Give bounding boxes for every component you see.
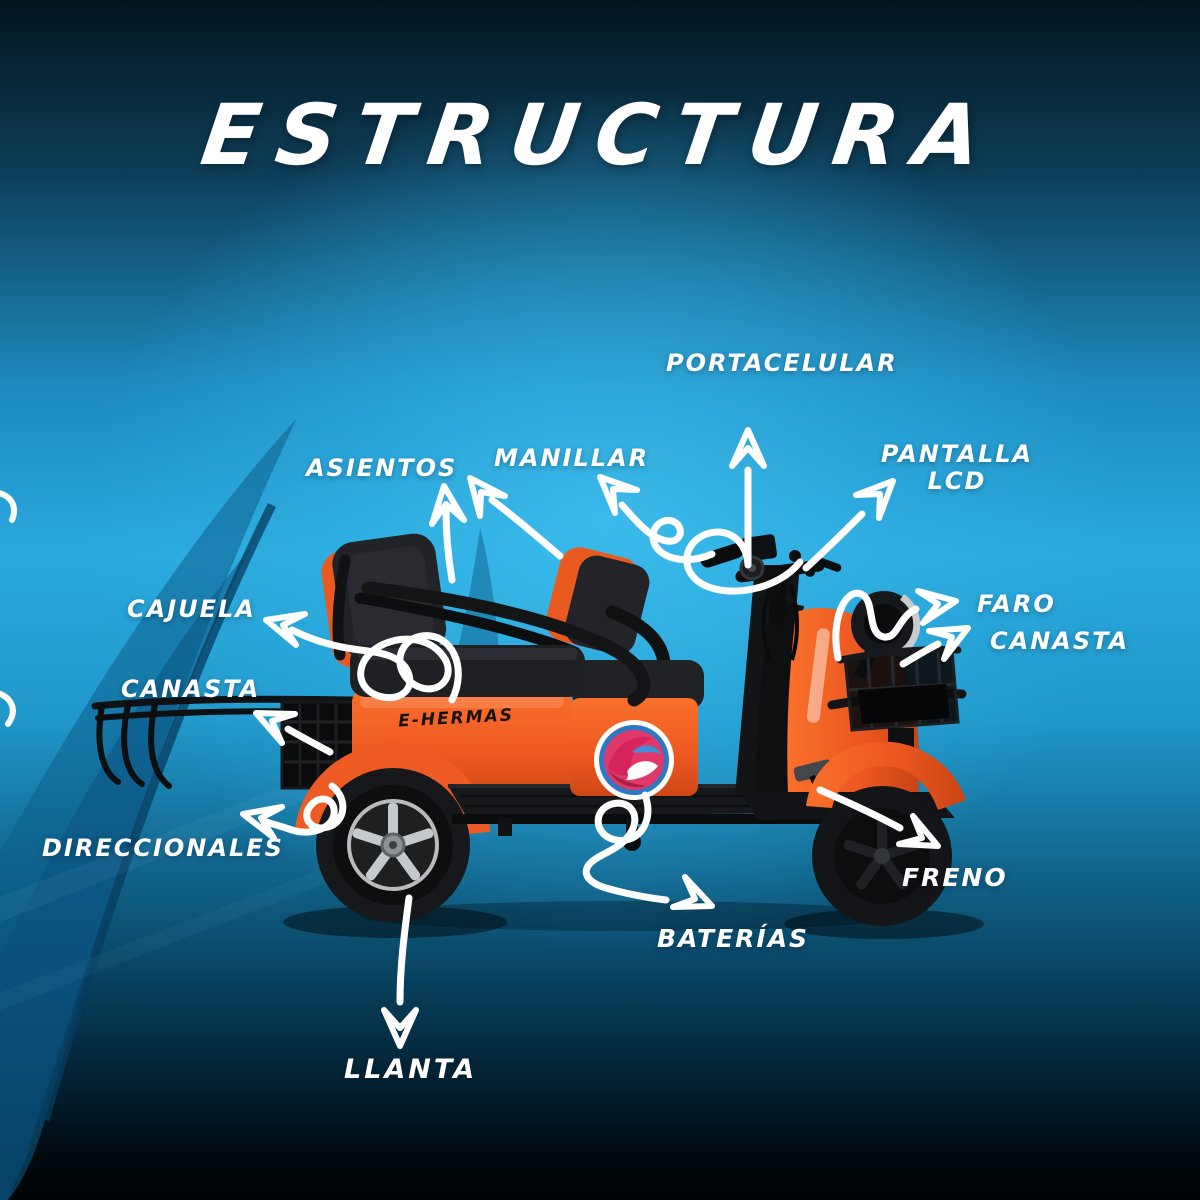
arrow-freno	[816, 786, 941, 849]
label-pantalla-line2: LCD	[927, 467, 987, 495]
arrow-cajuela	[263, 611, 462, 704]
eagle-logo	[594, 720, 674, 800]
edge-curls	[0, 490, 17, 727]
front-fender	[806, 741, 966, 810]
label-direccionales: DIRECCIONALES	[42, 834, 284, 862]
arrow-faro	[832, 588, 959, 662]
label-faro-canasta: FARO CANASTA	[964, 586, 1129, 660]
arrow-canasta	[253, 710, 334, 756]
label-pantalla-lcd: PANTALLA LCD	[872, 441, 1042, 495]
arrow-direccionales	[240, 782, 347, 841]
arrow-manillar	[597, 474, 716, 564]
brake-pedal	[793, 759, 833, 782]
arrow-faro-canasta	[899, 625, 971, 668]
label-canasta: CANASTA	[121, 675, 261, 703]
label-freno: FRENO	[902, 863, 1008, 892]
page-title: ESTRUCTURA	[195, 86, 1005, 184]
arrow-asientos	[429, 475, 564, 584]
label-pantalla-line1: PANTALLA	[880, 440, 1034, 468]
rear-wheel	[294, 743, 491, 922]
label-llanta: LLANTA	[344, 1054, 478, 1085]
label-manillar: MANILLAR	[494, 444, 650, 472]
arrow-llanta	[381, 894, 419, 1049]
label-baterias: BATERÍAS	[657, 924, 810, 953]
label-faro-line2: CANASTA	[990, 627, 1130, 655]
label-faro-line1: FARO	[977, 590, 1056, 618]
label-cajuela: CAJUELA	[127, 595, 256, 623]
callout-arrows	[0, 427, 971, 1049]
label-asientos: ASIENTOS	[306, 454, 458, 482]
vehicle-illustration: E-HERMAS	[91, 533, 984, 939]
arrow-baterias	[582, 791, 715, 910]
arrow-pantalla-lcd	[802, 478, 896, 572]
label-portacelular: PORTACELULAR	[666, 349, 898, 377]
arrow-portacelular	[683, 427, 804, 595]
